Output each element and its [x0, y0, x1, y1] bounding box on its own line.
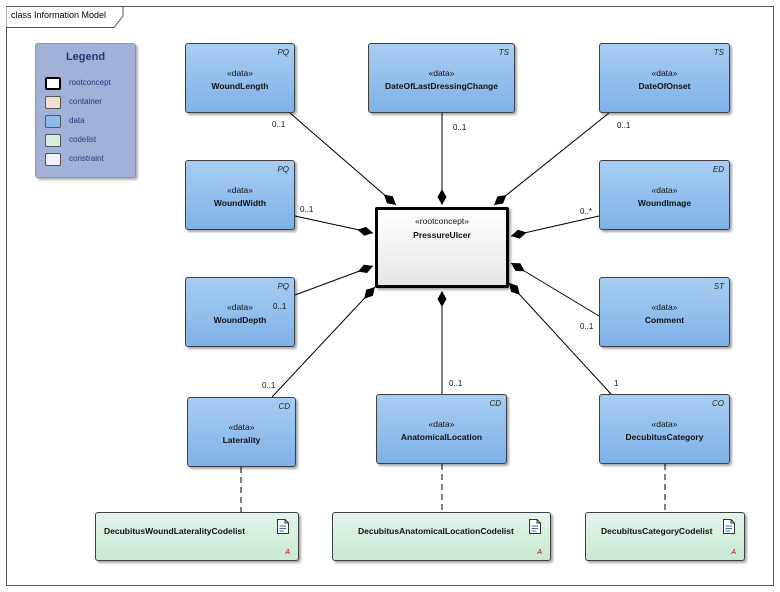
class-type-tag: TS	[498, 48, 509, 57]
class-type-tag: ED	[712, 165, 724, 174]
composition-diamond	[437, 291, 447, 307]
class-name: DateOfOnset	[638, 81, 691, 91]
multiplicity-date-of-onset: 0..1	[617, 121, 631, 130]
class-anatomical-location[interactable]: CD «data» AnatomicalLocation	[376, 394, 507, 464]
legend-swatch-data	[45, 115, 61, 128]
legend-swatch-container	[45, 96, 61, 109]
composition-diamond	[511, 229, 527, 239]
multiplicity-decubitus-category: 1	[614, 379, 619, 388]
composition-diamond	[364, 287, 375, 299]
class-name: WoundLength	[211, 81, 269, 91]
class-name: PressureUlcer	[413, 230, 471, 240]
composition-diamond	[358, 264, 373, 273]
codelist-abstract-flag: A	[537, 549, 542, 556]
codelist-name: DecubitusWoundLateralityCodelist	[104, 526, 246, 536]
class-type-tag: CO	[712, 399, 724, 408]
composition-diamond	[511, 263, 525, 272]
class-stereotype: «data»	[651, 302, 678, 312]
class-wound-width[interactable]: PQ «data» WoundWidth	[185, 160, 295, 230]
class-stereotype: «data»	[227, 68, 253, 78]
class-wound-length[interactable]: PQ «data» WoundLength	[185, 43, 295, 113]
legend-label: data	[69, 116, 85, 125]
class-name: Laterality	[222, 435, 261, 445]
class-name: AnatomicalLocation	[400, 432, 483, 442]
class-name: WoundImage	[637, 198, 692, 208]
edge-laterality[interactable]	[271, 286, 376, 398]
class-stereotype: «data»	[428, 419, 455, 429]
class-type-tag: ST	[713, 282, 724, 291]
codelist-laterality[interactable]: DecubitusWoundLateralityCodelist A	[95, 512, 299, 561]
class-name: WoundWidth	[213, 198, 267, 208]
edge-wound-length[interactable]	[289, 112, 397, 206]
class-wound-image[interactable]: ED «data» WoundImage	[599, 160, 730, 230]
edge-date-of-onset[interactable]	[493, 112, 610, 206]
codelist-name: DecubitusAnatomicalLocationCodelist	[358, 526, 514, 536]
class-stereotype: «data»	[651, 68, 678, 78]
class-stereotype: «data»	[227, 302, 253, 312]
multiplicity-date-of-last-dressing-change: 0..1	[453, 123, 467, 132]
class-decubitus-category[interactable]: CO «data» DecubitusCategory	[599, 394, 730, 464]
diagram-title: class Information Model	[11, 10, 107, 20]
class-comment[interactable]: ST «data» Comment	[599, 277, 730, 347]
multiplicity-comment: 0..1	[580, 322, 594, 331]
legend-label: container	[69, 97, 102, 106]
class-date-of-last-dressing-change[interactable]: TS «data» DateOfLastDressingChange	[368, 43, 515, 113]
document-icon	[277, 519, 289, 539]
class-stereotype: «data»	[651, 185, 678, 195]
class-name: DateOfLastDressingChange	[385, 81, 498, 91]
class-stereotype: «data»	[651, 419, 678, 429]
legend-label: codelist	[69, 135, 97, 144]
class-stereotype: «rootconcept»	[415, 216, 469, 226]
codelist-abstract-flag: A	[731, 549, 736, 556]
composition-diamond	[383, 194, 396, 205]
multiplicity-laterality: 0..1	[262, 381, 276, 390]
class-type-tag: CD	[489, 399, 501, 408]
class-type-tag: TS	[713, 48, 724, 57]
class-stereotype: «data»	[428, 68, 455, 78]
class-pressure-ulcer[interactable]: «rootconcept» PressureUlcer	[375, 207, 509, 288]
class-name: DecubitusCategory	[625, 432, 704, 442]
class-stereotype: «data»	[227, 185, 253, 195]
class-date-of-onset[interactable]: TS «data» DateOfOnset	[599, 43, 730, 113]
codelist-anatomical-location[interactable]: DecubitusAnatomicalLocationCodelist A	[332, 512, 551, 561]
class-name: WoundDepth	[213, 315, 267, 325]
composition-diamond	[437, 189, 447, 205]
composition-diamond	[357, 226, 373, 236]
document-icon	[529, 519, 541, 539]
class-type-tag: PQ	[277, 165, 289, 174]
class-stereotype: «data»	[228, 422, 255, 432]
legend-label: rootconcept	[69, 78, 111, 87]
document-icon	[723, 519, 735, 539]
frame-tab-outline	[6, 6, 124, 28]
codelist-name: DecubitusCategoryCodelist	[601, 526, 713, 536]
class-type-tag: CD	[278, 402, 290, 411]
legend-title: Legend	[65, 51, 106, 63]
class-type-tag: PQ	[277, 282, 289, 291]
class-wound-depth[interactable]: PQ «data» WoundDepth	[185, 277, 295, 347]
codelist-abstract-flag: A	[285, 549, 290, 556]
class-type-tag: PQ	[277, 48, 289, 57]
legend-panel: Legend rootconcept container data codeli…	[35, 43, 136, 178]
legend-swatch-constraint	[45, 153, 61, 166]
multiplicity-wound-image: 0..*	[580, 207, 593, 216]
composition-diamond	[494, 195, 507, 205]
legend-swatch-rootconcept	[45, 77, 61, 90]
multiplicity-wound-depth: 0..1	[273, 302, 287, 311]
multiplicity-wound-length: 0..1	[272, 120, 286, 129]
diagram-frame-tab: class Information Model	[6, 6, 124, 28]
composition-diamond	[509, 283, 520, 295]
multiplicity-wound-width: 0..1	[300, 205, 314, 214]
class-laterality[interactable]: CD «data» Laterality	[187, 397, 296, 467]
multiplicity-anatomical-location: 0..1	[449, 379, 463, 388]
edge-decubitus-category[interactable]	[508, 282, 612, 395]
edge-comment[interactable]	[510, 262, 600, 317]
codelist-decubitus-category[interactable]: DecubitusCategoryCodelist A	[585, 512, 745, 561]
legend-label: constraint	[69, 154, 104, 163]
legend-swatch-codelist	[45, 134, 61, 147]
class-name: Comment	[644, 315, 685, 325]
